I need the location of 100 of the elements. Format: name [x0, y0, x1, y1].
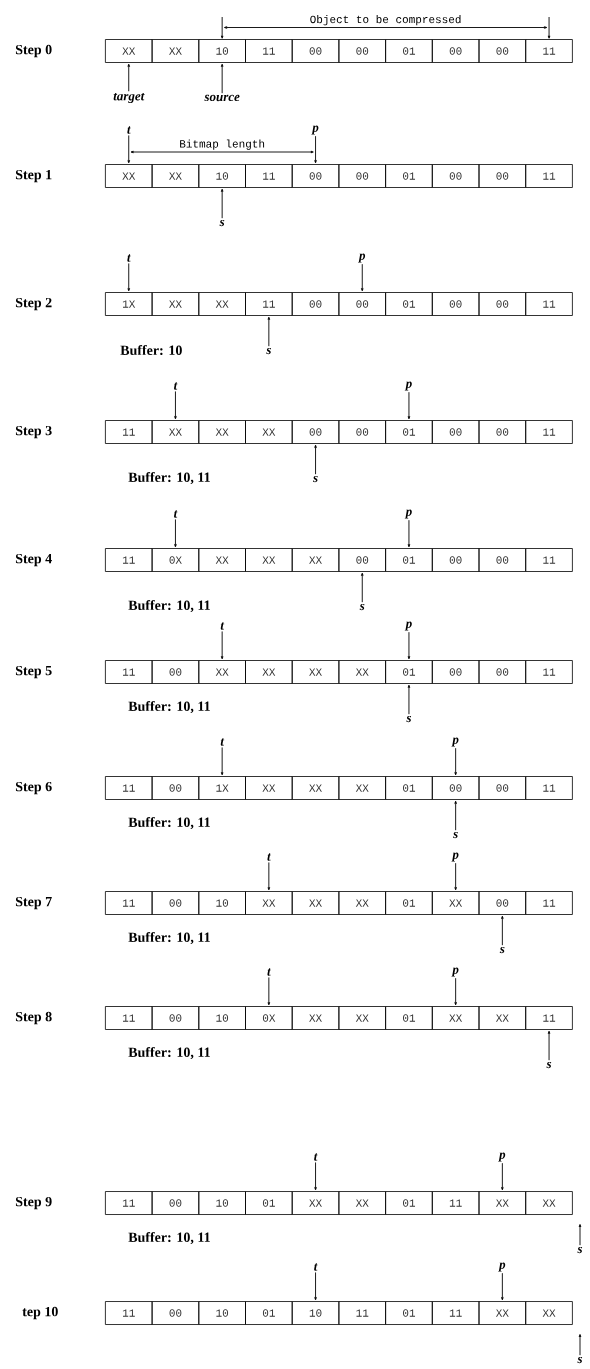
memory-cell: 00	[338, 420, 386, 444]
pointer-arrow	[314, 1272, 317, 1301]
step-label: Step 5	[15, 665, 52, 679]
memory-cell: XX	[338, 1191, 386, 1215]
memory-cell: XX	[338, 1006, 386, 1030]
memory-cell: 00	[291, 39, 340, 63]
memory-cell: 00	[431, 39, 480, 63]
pointer-label: t	[220, 738, 225, 746]
pointer-label: s	[577, 1246, 583, 1254]
memory-cell: 10	[291, 1301, 340, 1325]
memory-cell: 11	[525, 420, 573, 444]
pointer-arrow	[407, 684, 411, 715]
pointer-arrow	[314, 1162, 317, 1191]
memory-cell: 1X	[198, 776, 246, 800]
memory-cell: 11	[525, 1006, 573, 1030]
memory-cell: 00	[431, 776, 480, 800]
pointer-arrow	[454, 977, 457, 1006]
pointer-label: t	[127, 126, 131, 134]
memory-cell: 11	[525, 548, 573, 572]
pointer-arrow	[220, 63, 224, 94]
dimension-arrow	[130, 150, 314, 154]
pointer-arrow	[314, 444, 317, 475]
memory-cell: 11	[431, 1301, 480, 1325]
buffer-label: Buffer: 10, 11	[128, 1047, 210, 1059]
memory-cell: XX	[198, 420, 246, 444]
memory-cell: XX	[431, 891, 480, 915]
pointer-arrow	[174, 518, 177, 548]
memory-cell: 00	[431, 420, 480, 444]
memory-cell: 11	[245, 164, 293, 188]
memory-cell: 00	[431, 292, 480, 316]
memory-cell: XX	[151, 292, 200, 316]
pointer-arrow	[407, 391, 411, 420]
pointer-label: t	[220, 622, 225, 630]
memory-cell: 01	[385, 1301, 433, 1325]
step-label: Step 0	[15, 44, 52, 58]
memory-cell: 10	[198, 1191, 246, 1215]
pointer-label: p	[358, 253, 366, 263]
memory-cell: 0X	[151, 548, 200, 572]
memory-cell: 00	[431, 164, 480, 188]
memory-cell: 11	[105, 1301, 153, 1325]
memory-cell: 11	[105, 1191, 153, 1215]
memory-cell: 00	[478, 164, 527, 188]
memory-cell: 11	[525, 39, 573, 63]
memory-cell: 01	[385, 292, 433, 316]
memory-cell: 11	[245, 39, 293, 63]
pointer-label: s	[546, 1061, 552, 1069]
pointer-arrow	[578, 1334, 582, 1356]
step-label: Step 7	[15, 896, 52, 910]
edge-label: Bitmap length	[178, 138, 267, 151]
memory-cell: 00	[338, 39, 386, 63]
memory-cell: 11	[245, 292, 293, 316]
step-label: Step 9	[15, 1196, 52, 1210]
buffer-label: Buffer: 10, 11	[128, 600, 210, 612]
pointer-label: t	[127, 254, 131, 262]
memory-cell: 00	[478, 660, 527, 684]
pointer-arrow	[220, 188, 224, 219]
memory-cell: XX	[245, 548, 293, 572]
memory-cell: 01	[385, 1191, 433, 1215]
step-label: Step 3	[15, 425, 52, 439]
memory-cell: 11	[105, 1006, 153, 1030]
memory-cell: 00	[151, 1191, 200, 1215]
memory-cell: 00	[338, 292, 386, 316]
pointer-label: t	[267, 853, 271, 861]
memory-cell: 00	[291, 292, 340, 316]
pointer-label: s	[266, 347, 271, 355]
pointer-label: p	[498, 1262, 506, 1272]
memory-cell: 00	[291, 420, 340, 444]
memory-cell: 00	[478, 891, 527, 915]
buffer-label: Buffer: 10, 11	[128, 472, 210, 484]
memory-cell: 00	[151, 1006, 200, 1030]
memory-cell: 11	[525, 776, 573, 800]
pointer-label: p	[404, 381, 412, 391]
pointer-label: t	[314, 1153, 318, 1161]
memory-cell: XX	[478, 1301, 527, 1325]
memory-cell: 00	[151, 660, 200, 684]
pointer-arrow	[220, 746, 224, 776]
memory-cell: XX	[291, 1191, 340, 1215]
memory-cell: 11	[525, 660, 573, 684]
memory-cell: XX	[245, 776, 293, 800]
memory-cell: 00	[291, 164, 340, 188]
pointer-arrow	[267, 316, 271, 347]
memory-cell: 01	[385, 548, 433, 572]
memory-cell: 11	[431, 1191, 480, 1215]
pointer-arrow	[547, 1030, 551, 1061]
step-label: Step 4	[15, 553, 52, 567]
memory-cell: 01	[385, 660, 433, 684]
pointer-label: s	[453, 831, 458, 839]
dimension-arrow	[224, 26, 548, 29]
buffer-label: Buffer: 10, 11	[128, 932, 210, 944]
step-label: Step 1	[15, 169, 52, 183]
memory-cell: 00	[478, 292, 527, 316]
memory-cell: XX	[245, 891, 293, 915]
pointer-arrow	[220, 631, 224, 660]
memory-cell: 01	[385, 164, 433, 188]
pointer-label: s	[359, 603, 365, 611]
buffer-label: Buffer: 10, 11	[128, 817, 210, 829]
memory-cell: XX	[245, 660, 293, 684]
pointer-arrow	[360, 572, 364, 603]
pointer-arrow	[501, 915, 504, 946]
memory-cell: XX	[291, 660, 340, 684]
